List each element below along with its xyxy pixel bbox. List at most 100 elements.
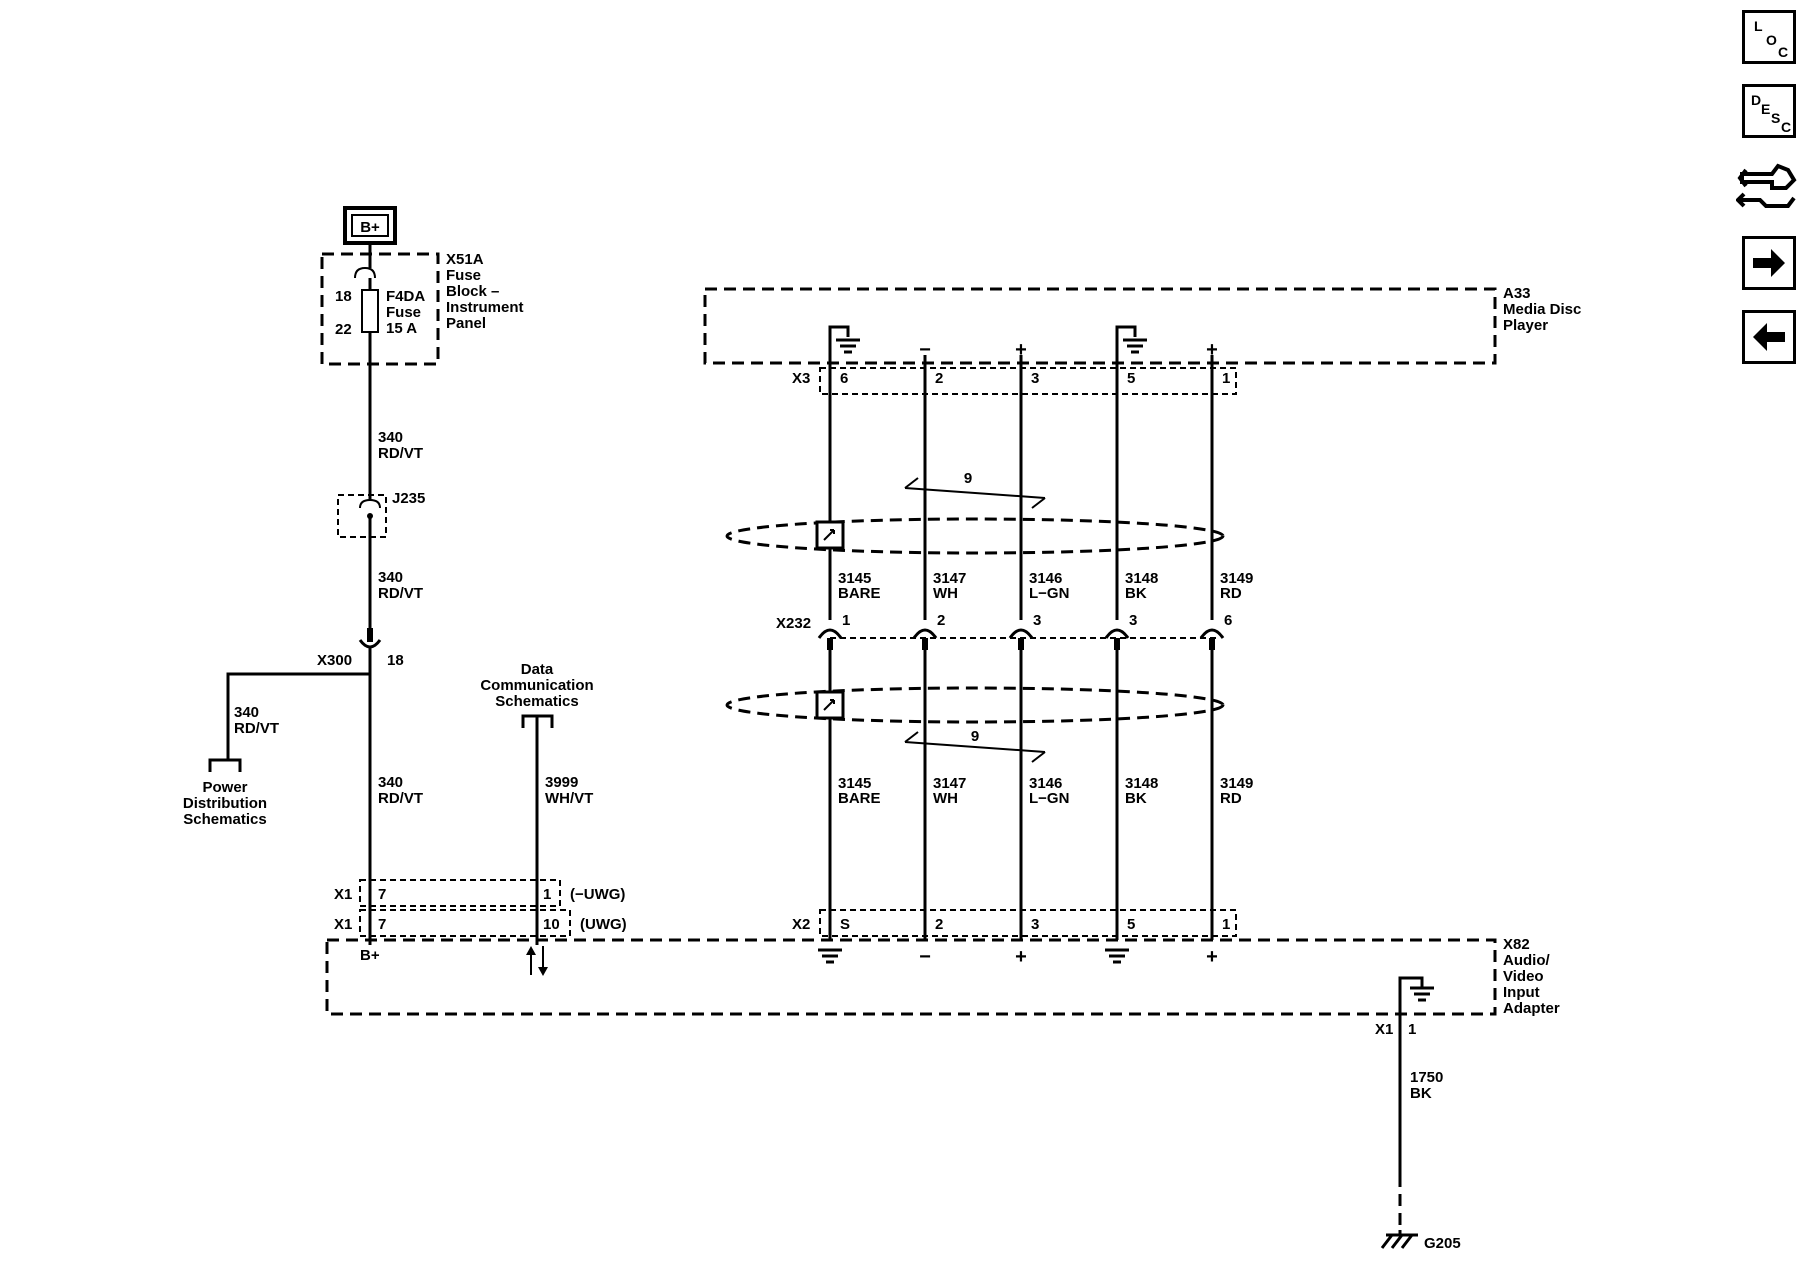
x232-pin: 6 [1224, 612, 1232, 629]
adapter-label-3: Input [1503, 984, 1540, 1001]
x300-pin: 18 [387, 652, 404, 669]
x300-label: X300 [317, 652, 352, 669]
lower-wire-circuit: 3146 [1029, 775, 1062, 792]
lower-wire-circuit: 3147 [933, 775, 966, 792]
connector-x2: X2 [792, 909, 1237, 937]
arrow-right-icon [1753, 249, 1785, 277]
previous-page-button[interactable] [1742, 310, 1796, 364]
ground-wire-color: BK [1410, 1085, 1432, 1102]
battery-supply: B+ [343, 206, 397, 245]
x3-pin: 1 [1222, 370, 1230, 387]
lower-wire-circuit: 3145 [838, 775, 871, 792]
next-page-button[interactable] [1742, 236, 1796, 290]
ground-id: G205 [1424, 1235, 1461, 1252]
arrow-left-icon [1753, 323, 1785, 351]
twist-count-lower: 9 [971, 728, 979, 745]
connector-view-button[interactable] [1735, 156, 1798, 218]
data-communication-ref: Data Communication Schematics [480, 661, 594, 728]
svg-text:X1: X1 [334, 916, 352, 933]
adapter-bplus: B+ [360, 947, 380, 964]
media-player-label-1: Media Disc [1503, 301, 1581, 318]
adapter-label-1: Audio/ [1503, 952, 1550, 969]
fuse-block-label-2: Block – [446, 283, 499, 300]
upper-wire-circuit: 3148 [1125, 570, 1158, 587]
polarity-sign: + [1206, 339, 1218, 361]
lower-wire-color: BARE [838, 790, 881, 807]
polarity-sign: + [1015, 946, 1027, 968]
svg-text:Schematics: Schematics [183, 811, 266, 828]
upper-wire-circuit: 3149 [1220, 570, 1253, 587]
x2-pin: S [840, 916, 850, 933]
fuse-label-2: 15 A [386, 320, 417, 337]
twisted-pair-upper: 9 [725, 470, 1225, 555]
lower-wire-circuit: 3148 [1125, 775, 1158, 792]
x232-terminal [817, 628, 843, 639]
x232-terminal [1199, 628, 1225, 639]
svg-text:Power: Power [202, 779, 247, 796]
ground-icon [818, 948, 842, 964]
upper-wire-color: L−GN [1029, 585, 1069, 602]
wire1-color: RD/VT [378, 445, 423, 462]
upper-wire-color: BK [1125, 585, 1147, 602]
x3-pin: 6 [840, 370, 848, 387]
description-button[interactable]: D E S C [1742, 84, 1796, 138]
lower-wire-color: RD [1220, 790, 1242, 807]
upper-wire-color: RD [1220, 585, 1242, 602]
polarity-sign: − [919, 339, 931, 361]
fuse-block-label-1: Fuse [446, 267, 481, 284]
chassis-ground-icon: G205 [1380, 1230, 1461, 1252]
battery-label: B+ [360, 219, 380, 236]
media-ground-lead [828, 325, 850, 363]
svg-text:Distribution: Distribution [183, 795, 267, 812]
x3-label: X3 [792, 370, 810, 387]
media-player-box [703, 287, 1497, 365]
adapter-ground: X1 1 1750 BK [1375, 976, 1443, 1230]
lower-wire-color: BK [1125, 790, 1147, 807]
bidirectional-arrow-icon [526, 946, 548, 976]
svg-text:1: 1 [543, 886, 551, 903]
upper-wire-circuit: 3145 [838, 570, 871, 587]
media-player-label-2: Player [1503, 317, 1548, 334]
fuse-block-label-0: X51A [446, 251, 484, 268]
branch-wire-circuit: 340 [234, 704, 259, 721]
upper-wire-color: BARE [838, 585, 881, 602]
svg-text:(−UWG): (−UWG) [570, 886, 625, 903]
connector-x232: X232 [776, 615, 1218, 639]
x232-label: X232 [776, 615, 811, 632]
ground-conn: X1 [1375, 1021, 1393, 1038]
x232-pin: 1 [842, 612, 850, 629]
x2-pin: 2 [935, 916, 943, 933]
data-wire-circuit: 3999 [545, 774, 578, 791]
x2-pin: 3 [1031, 916, 1039, 933]
x232-pin: 3 [1129, 612, 1137, 629]
wire2-circuit: 340 [378, 569, 403, 586]
splice-j235: J235 [337, 490, 425, 538]
ground-icon [836, 338, 860, 354]
lower-wire-color: L−GN [1029, 790, 1069, 807]
connector-x300: X300 18 [317, 628, 404, 945]
twisted-pair-lower: 9 [725, 686, 1225, 763]
adapter-box [325, 938, 1497, 1016]
svg-text:Schematics: Schematics [495, 693, 578, 710]
connector-x3: X3 [792, 367, 1237, 395]
ground-wire-circuit: 1750 [1410, 1069, 1443, 1086]
lower-wire-color: WH [933, 790, 958, 807]
wire2-color: RD/VT [378, 585, 423, 602]
media-ground-lead [1115, 325, 1137, 363]
polarity-sign: + [1015, 339, 1027, 361]
location-button[interactable]: L O C [1742, 10, 1796, 64]
svg-text:7: 7 [378, 916, 386, 933]
lower-wire-circuit: 3149 [1220, 775, 1253, 792]
x1-connector-uwg: X1 7 10 (UWG) [334, 909, 627, 937]
fuse-block-label-4: Panel [446, 315, 486, 332]
twist-count-upper: 9 [964, 470, 972, 487]
svg-text:X1: X1 [334, 886, 352, 903]
power-distribution-ref: Power Distribution Schematics [183, 758, 267, 828]
upper-wire-circuit: 3146 [1029, 570, 1062, 587]
x3-pin: 3 [1031, 370, 1039, 387]
svg-text:7: 7 [378, 886, 386, 903]
x232-terminal [1104, 628, 1130, 639]
x1-connector-uwg-minus: X1 7 1 (−UWG) [334, 879, 625, 907]
adapter-label-4: Adapter [1503, 1000, 1560, 1017]
fuse-pin-out: 22 [335, 321, 352, 338]
